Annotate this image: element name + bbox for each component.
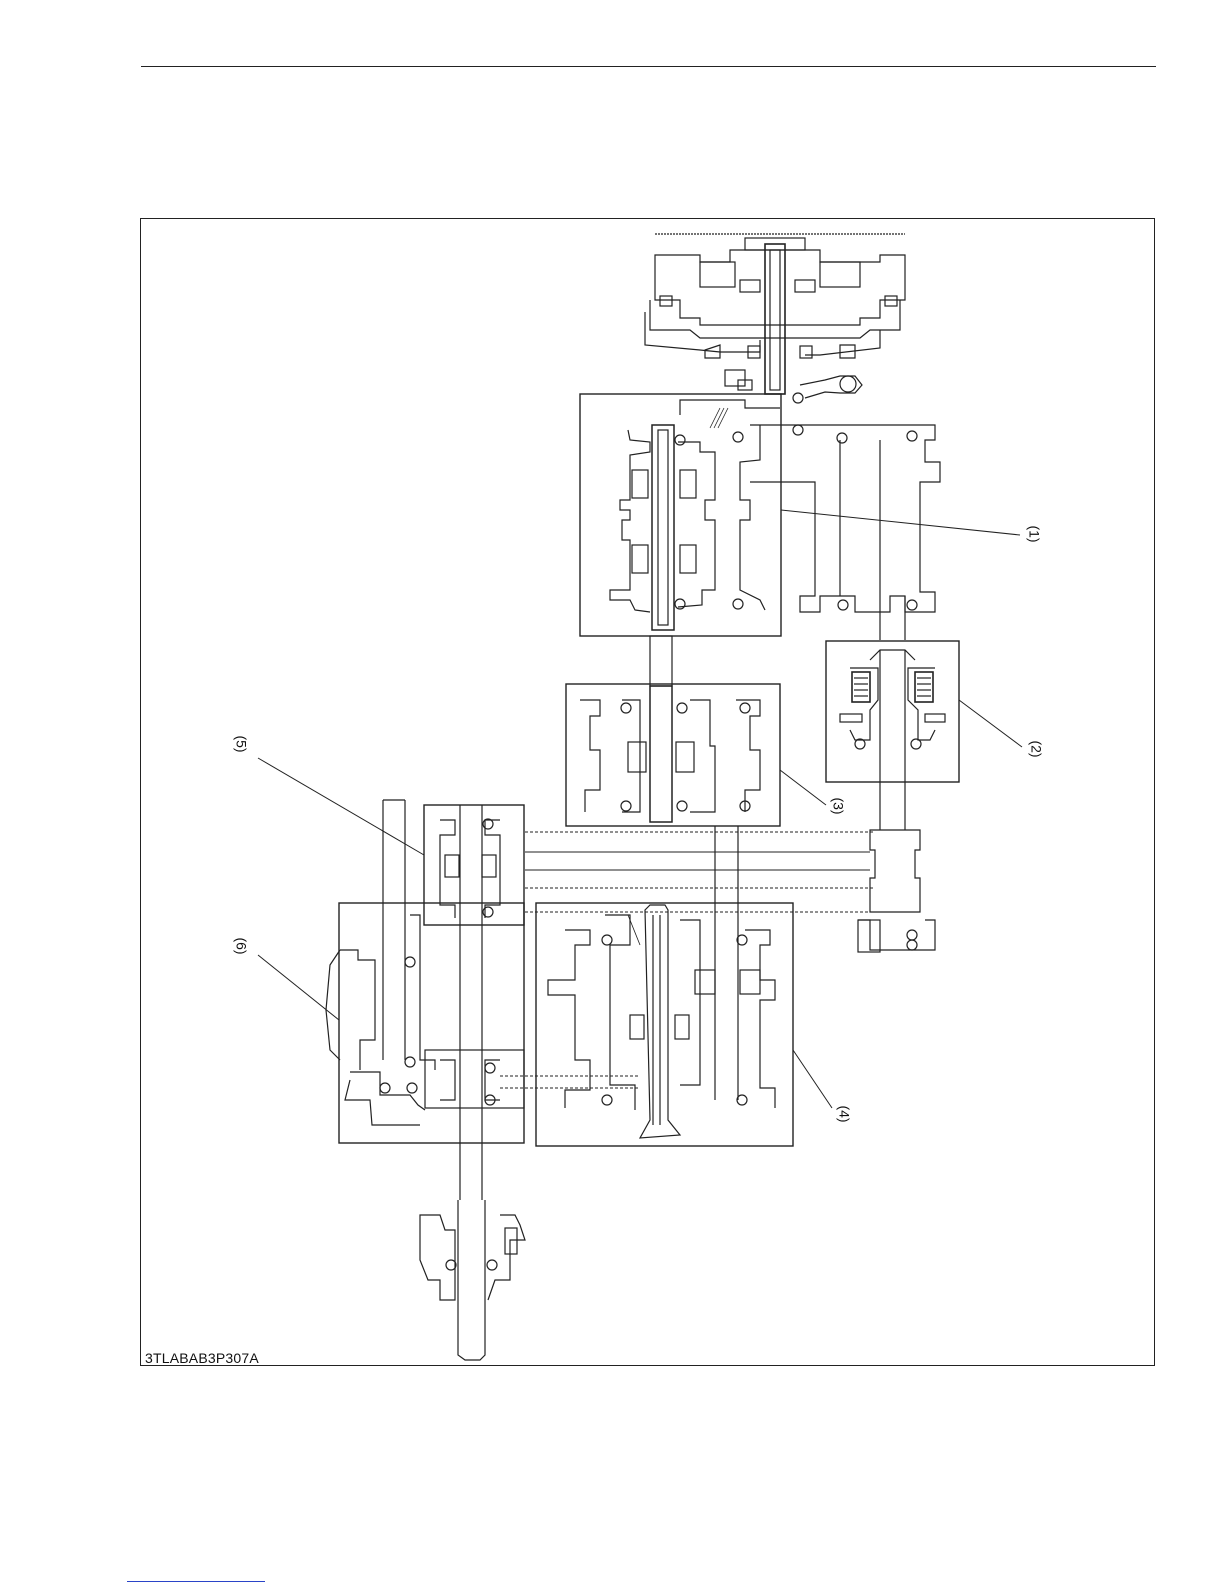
callout-box-5 xyxy=(424,805,524,925)
main-shaft-upper xyxy=(650,636,672,686)
callout-label-2: (2) xyxy=(1029,740,1045,757)
callout-box-2 xyxy=(826,641,959,782)
gear-assembly-3 xyxy=(580,686,760,822)
leader-line-5 xyxy=(258,758,424,855)
gear-assembly-1 xyxy=(610,400,780,630)
callout-box-6 xyxy=(339,903,524,1143)
gear-assembly-4 xyxy=(548,904,775,1138)
callout-label-1: (1) xyxy=(1027,525,1043,542)
leader-line-6 xyxy=(258,955,339,1020)
callout-label-3: (3) xyxy=(831,797,847,814)
figure-id-label: 3TLABAB3P307A xyxy=(145,1350,259,1366)
callout-label-6: (6) xyxy=(234,937,250,954)
clutch-housing xyxy=(645,234,905,398)
pto-output-shaft xyxy=(858,782,935,952)
callout-label-4: (4) xyxy=(837,1105,853,1122)
callout-label-5: (5) xyxy=(234,735,250,752)
leader-line-4 xyxy=(793,1050,832,1108)
callout-box-3 xyxy=(566,684,780,826)
pto-clutch-pack-2 xyxy=(840,650,945,782)
rear-output-shaft xyxy=(420,1143,525,1360)
front-drive-assembly-6 xyxy=(326,915,524,1143)
leader-line-3 xyxy=(780,770,826,805)
leader-line-2 xyxy=(959,700,1022,747)
upper-left-shaft xyxy=(383,800,405,1060)
footer-link-underline[interactable] xyxy=(127,1581,265,1582)
leader-line-1 xyxy=(781,510,1020,535)
gear-assembly-5 xyxy=(440,805,500,925)
